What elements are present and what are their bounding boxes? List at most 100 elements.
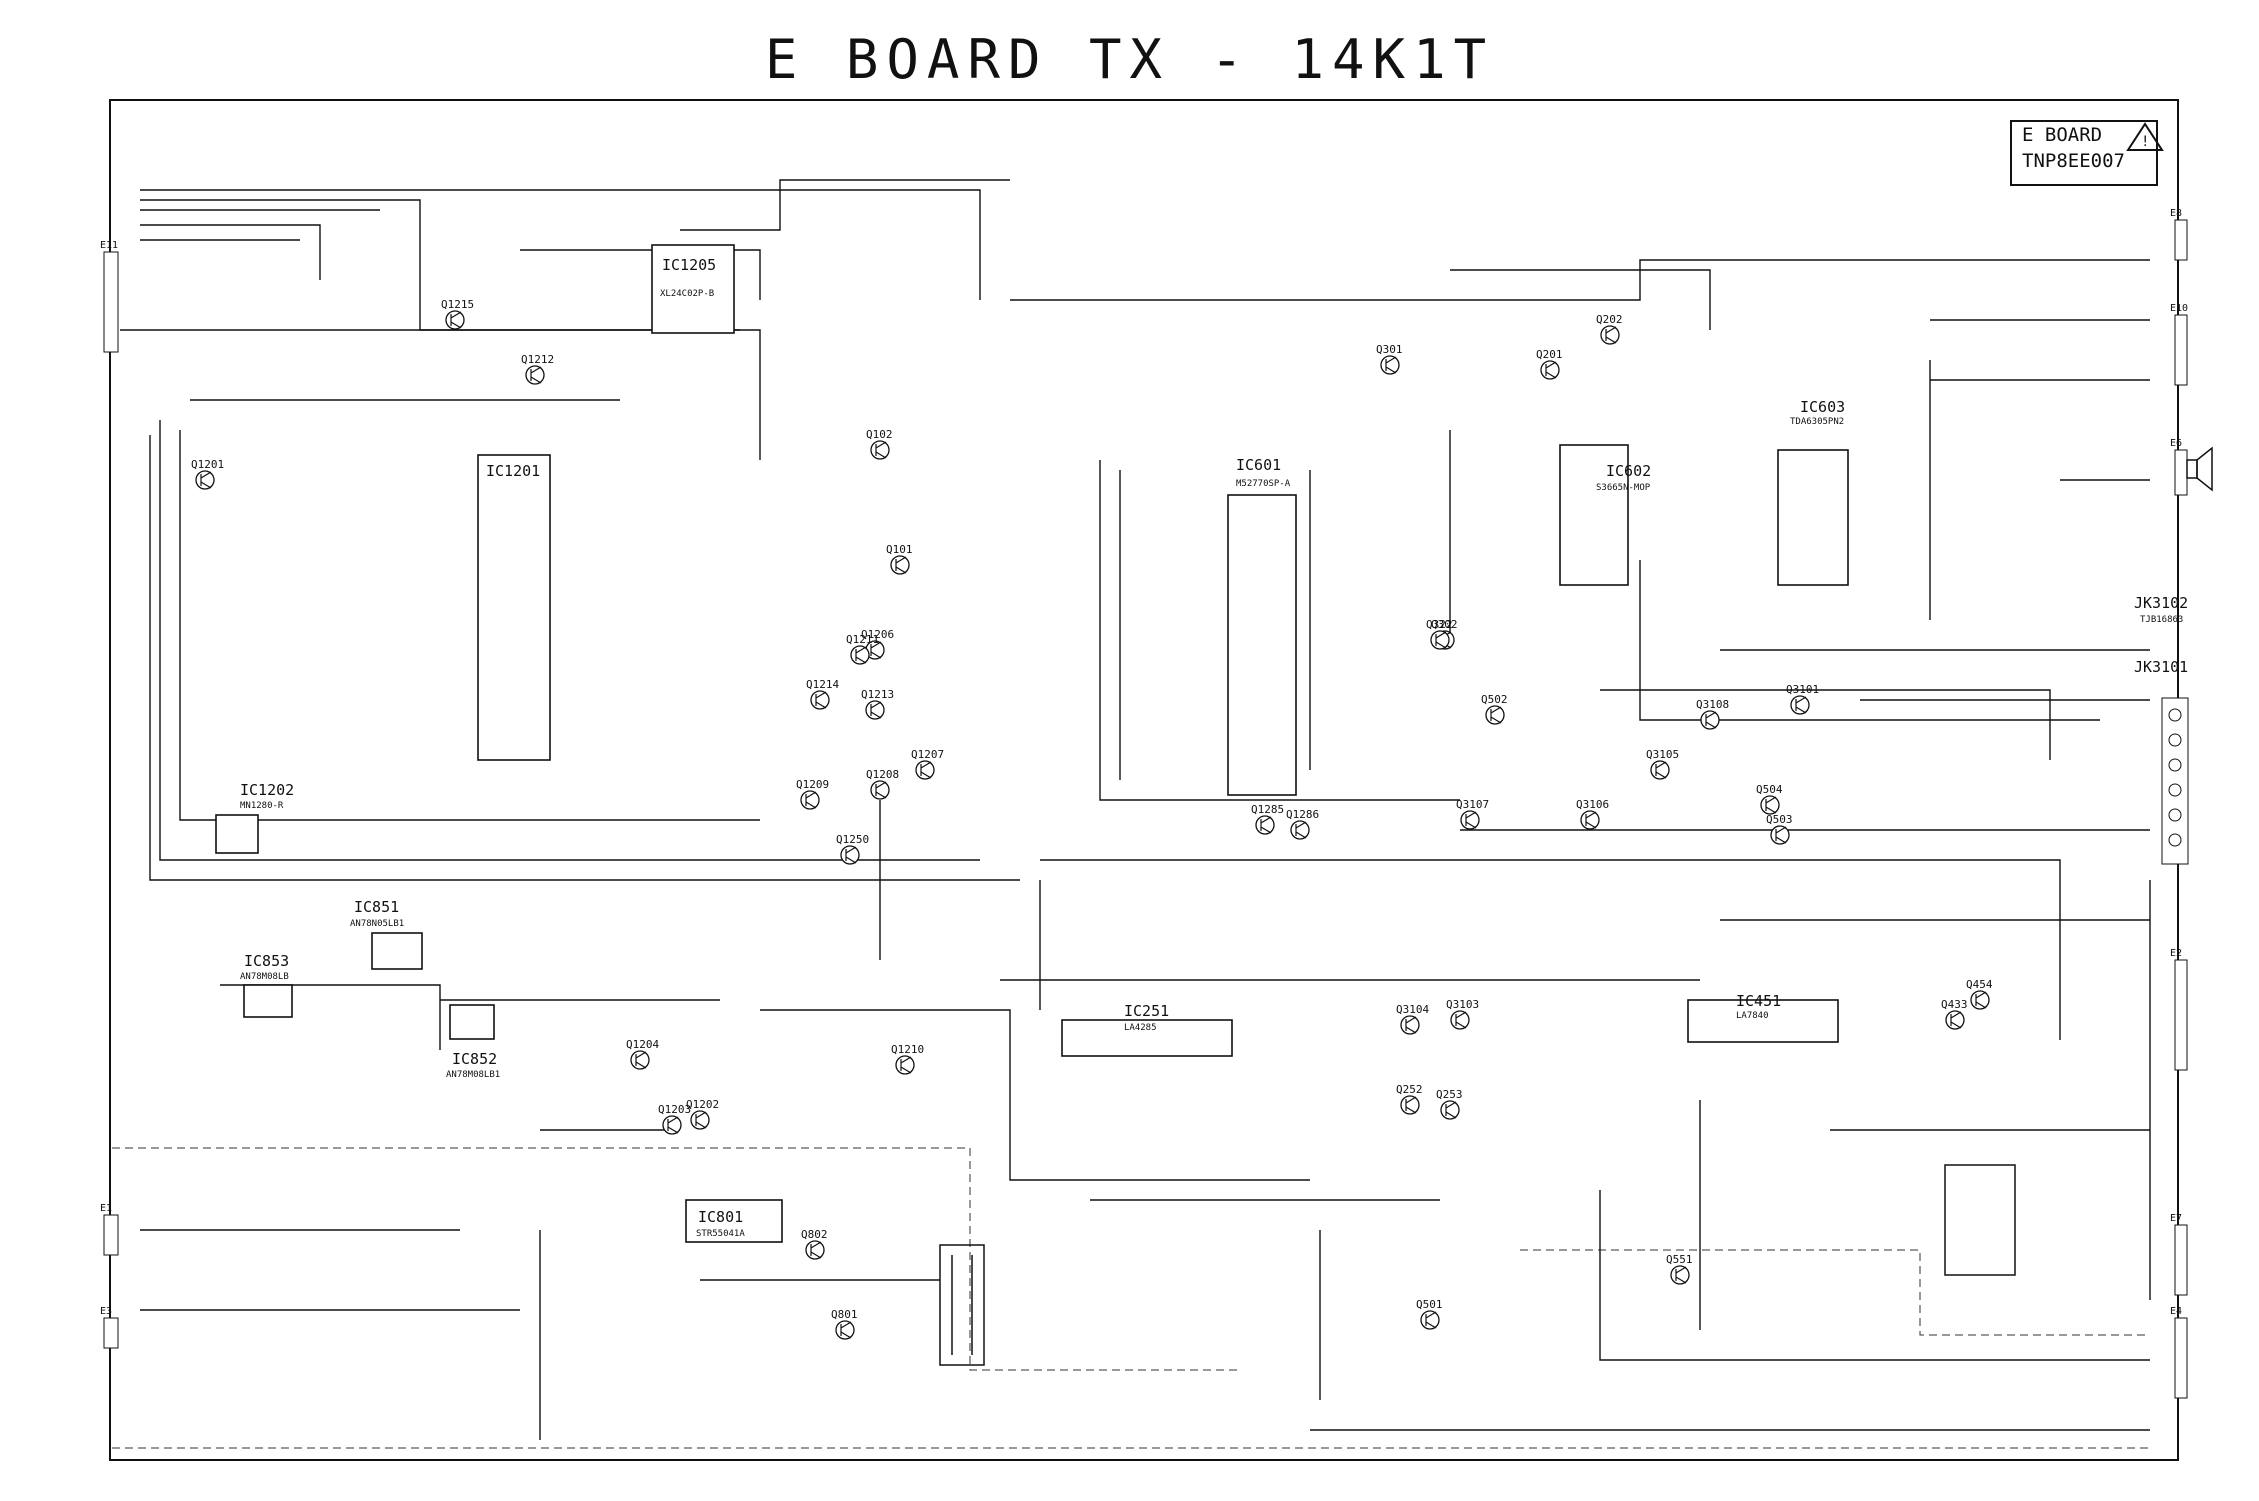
connector-E11: E11 <box>100 240 119 353</box>
ic1205-part: XL24C02P-B <box>660 289 714 299</box>
transistor-q1215: Q1215 <box>441 298 474 330</box>
transformer <box>939 1164 2016 1366</box>
transistor-label: Q1207 <box>911 748 944 761</box>
transistor-q3108: Q3108 <box>1696 698 1729 730</box>
transistor-q101: Q101 <box>886 543 913 575</box>
ic851-body <box>371 932 423 970</box>
transistor-label: Q501 <box>1416 1298 1443 1311</box>
connector-E10: E10 <box>2170 303 2188 386</box>
transistor-group: Q1201Q1212Q1215Q102Q101Q301Q302Q201Q202Q… <box>191 298 1993 1340</box>
transistor-label: Q322 <box>1426 618 1453 631</box>
svg-text:E7: E7 <box>2170 1213 2182 1224</box>
transistor-label: Q1213 <box>861 688 894 701</box>
transistor-q1202: Q1202 <box>686 1098 719 1130</box>
transistor-label: Q201 <box>1536 348 1563 361</box>
connector-E7: E7 <box>2170 1213 2188 1296</box>
ic602-body <box>1559 444 1629 586</box>
ic853-label: IC853 <box>244 952 289 970</box>
connector-E3: E3 <box>100 1306 119 1349</box>
transistor-label: Q504 <box>1756 783 1783 796</box>
transistor-q102: Q102 <box>866 428 893 460</box>
transistor-label: Q3103 <box>1446 998 1479 1011</box>
connector-E6: E6 <box>2170 438 2188 496</box>
transistor-label: Q433 <box>1941 998 1968 1011</box>
transistor-q503: Q503 <box>1766 813 1793 845</box>
transistor-q504: Q504 <box>1756 783 1783 815</box>
ic603-part: TDA6305PN2 <box>1790 417 1844 427</box>
jk3102-label: JK3102 <box>2134 594 2188 612</box>
transistor-q1285: Q1285 <box>1251 803 1284 835</box>
ic801-label: IC801 <box>698 1208 743 1226</box>
jk3101-label: JK3101 <box>2134 658 2188 676</box>
transistor-label: Q3106 <box>1576 798 1609 811</box>
transistor-q1212: Q1212 <box>521 353 554 385</box>
transistor-label: Q1214 <box>806 678 839 691</box>
transistor-label: Q1215 <box>441 298 474 311</box>
ic853-part: AN78M08LB <box>240 972 289 982</box>
transistor-q201: Q201 <box>1536 348 1563 380</box>
svg-text:!: ! <box>2141 134 2149 150</box>
transistor-label: Q801 <box>831 1308 858 1321</box>
transistor-q1204: Q1204 <box>626 1038 659 1070</box>
ic853-body <box>243 984 293 1018</box>
transistor-q3104: Q3104 <box>1396 1003 1429 1035</box>
ic451-body <box>1687 999 1839 1043</box>
transistor-label: Q302 <box>1431 618 1458 631</box>
transistor-label: Q3108 <box>1696 698 1729 711</box>
transistor-q322: Q322 <box>1426 618 1453 650</box>
transistor-label: Q1286 <box>1286 808 1319 821</box>
connector-E8: E8 <box>2170 208 2188 261</box>
transistor-label: Q1206 <box>861 628 894 641</box>
transistor-q1213: Q1213 <box>861 688 894 720</box>
transistor-label: Q1209 <box>796 778 829 791</box>
svg-text:E1: E1 <box>100 1203 112 1214</box>
board-name: E BOARD <box>2022 124 2103 146</box>
transistor-label: Q252 <box>1396 1083 1423 1096</box>
ic801-body <box>685 1199 783 1243</box>
transistor-label: Q1208 <box>866 768 899 781</box>
transistor-q433: Q433 <box>1941 998 1968 1030</box>
transistor-q1201: Q1201 <box>191 458 224 490</box>
connector-E2: E2 <box>2170 948 2188 1071</box>
svg-text:E4: E4 <box>2170 1306 2182 1317</box>
ic602-part: S3665N-MOP <box>1596 483 1651 493</box>
ic602-label: IC602 <box>1606 462 1651 480</box>
schematic-title: E BOARD TX - 14K1T <box>764 28 1495 91</box>
transistor-q1209: Q1209 <box>796 778 829 810</box>
transistor-label: Q3101 <box>1786 683 1819 696</box>
transistor-label: Q1211 <box>846 633 879 646</box>
ic603-body <box>1777 449 1849 586</box>
transistor-label: Q1201 <box>191 458 224 471</box>
ic251-label: IC251 <box>1124 1002 1169 1020</box>
ic601-part: M52770SP-A <box>1236 479 1291 489</box>
transistor-label: Q253 <box>1436 1088 1463 1101</box>
ic852-part: AN78M08LB1 <box>446 1070 500 1080</box>
wiring <box>120 179 2151 1440</box>
transistor-label: Q454 <box>1966 978 1993 991</box>
transistor-q1250: Q1250 <box>836 833 869 865</box>
av-jack-block <box>2161 697 2189 865</box>
ic251-part: LA4285 <box>1124 1023 1157 1033</box>
ic601-body <box>1227 494 1297 796</box>
ic801-part: STR55041A <box>696 1229 745 1239</box>
ic851-label: IC851 <box>354 898 399 916</box>
svg-text:E6: E6 <box>2170 438 2182 449</box>
svg-text:E2: E2 <box>2170 948 2182 959</box>
svg-text:E8: E8 <box>2170 208 2182 219</box>
transistor-q1210: Q1210 <box>891 1043 924 1075</box>
transistor-label: Q3104 <box>1396 1003 1429 1016</box>
transistor-label: Q202 <box>1596 313 1623 326</box>
transistor-q1286: Q1286 <box>1286 808 1319 840</box>
transistor-q252: Q252 <box>1396 1083 1423 1115</box>
transistor-label: Q3107 <box>1456 798 1489 811</box>
transistor-q551: Q551 <box>1666 1253 1693 1285</box>
transistor-q3105: Q3105 <box>1646 748 1679 780</box>
transistor-q502: Q502 <box>1481 693 1508 725</box>
transistor-label: Q1203 <box>658 1103 691 1116</box>
ic1201-body <box>477 454 551 761</box>
ic851-part: AN78N05LB1 <box>350 919 404 929</box>
transistor-q3106: Q3106 <box>1576 798 1609 830</box>
ic603-label: IC603 <box>1800 398 1845 416</box>
transistor-label: Q1210 <box>891 1043 924 1056</box>
